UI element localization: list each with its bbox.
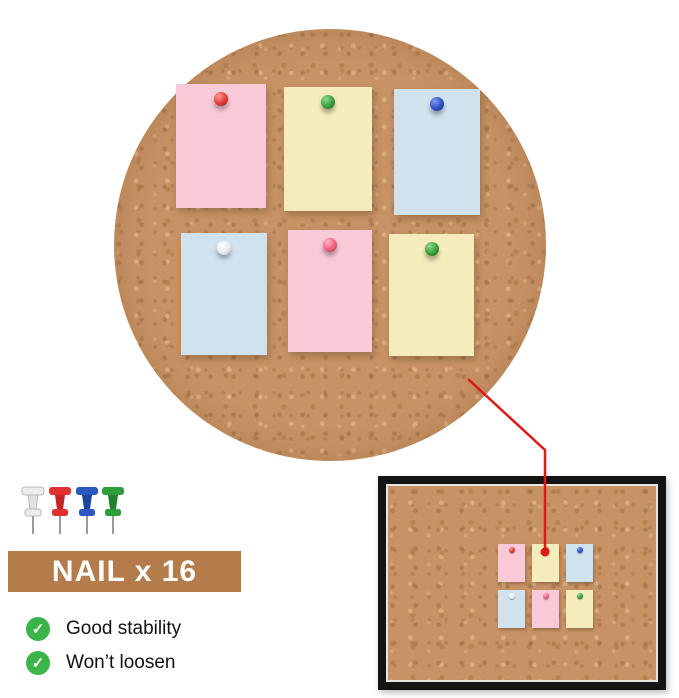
- cork-board-surface: [386, 484, 658, 682]
- nail-count-banner: NAIL x 16: [8, 551, 241, 592]
- push-pin-white-icon: [217, 241, 231, 255]
- sticky-note-yellow: [389, 234, 474, 356]
- mini-push-pin-white-icon: [508, 593, 515, 599]
- thumbtack-white-icon: [21, 486, 45, 534]
- nail-count-label: NAIL x 16: [51, 554, 198, 588]
- sticky-note-pink: [176, 84, 266, 208]
- cork-board-framed: [378, 476, 666, 690]
- mini-sticky-note-yellow: [566, 590, 593, 628]
- mini-push-pin-blue-icon: [576, 547, 583, 553]
- thumbtack-green-icon: [102, 487, 124, 534]
- mini-sticky-note-pink: [498, 544, 525, 582]
- sticky-note-yellow: [284, 87, 372, 211]
- mini-push-pin-pink-icon: [542, 593, 549, 599]
- mini-push-pin-red-icon: [508, 547, 515, 553]
- mini-sticky-note-blue: [566, 544, 593, 582]
- mini-sticky-note-yellow: [532, 544, 559, 582]
- feature-good-stability: ✓ Good stability: [26, 617, 181, 641]
- feature-label: Good stability: [66, 618, 182, 639]
- mini-sticky-note-blue: [498, 590, 525, 628]
- push-pin-red-icon: [214, 92, 228, 106]
- push-pin-pink-icon: [323, 238, 337, 252]
- sticky-note-pink: [288, 230, 372, 352]
- feature-wont-loosen: ✓ Won’t loosen: [26, 651, 176, 675]
- thumbtack-red-icon: [49, 487, 71, 534]
- push-pin-green-icon: [424, 242, 439, 256]
- checkmark-icon: ✓: [26, 617, 50, 641]
- sticky-note-blue: [181, 233, 267, 355]
- sticky-note-blue: [394, 89, 480, 215]
- push-pin-green-icon: [321, 95, 335, 109]
- feature-label: Won’t loosen: [66, 652, 176, 673]
- mini-push-pin-green-icon: [576, 593, 583, 599]
- thumbtack-blue-icon: [76, 487, 98, 534]
- mini-sticky-note-pink: [532, 590, 559, 628]
- mini-push-pin-red-icon: [542, 547, 549, 553]
- push-pin-blue-icon: [430, 97, 444, 111]
- checkmark-icon: ✓: [26, 651, 50, 675]
